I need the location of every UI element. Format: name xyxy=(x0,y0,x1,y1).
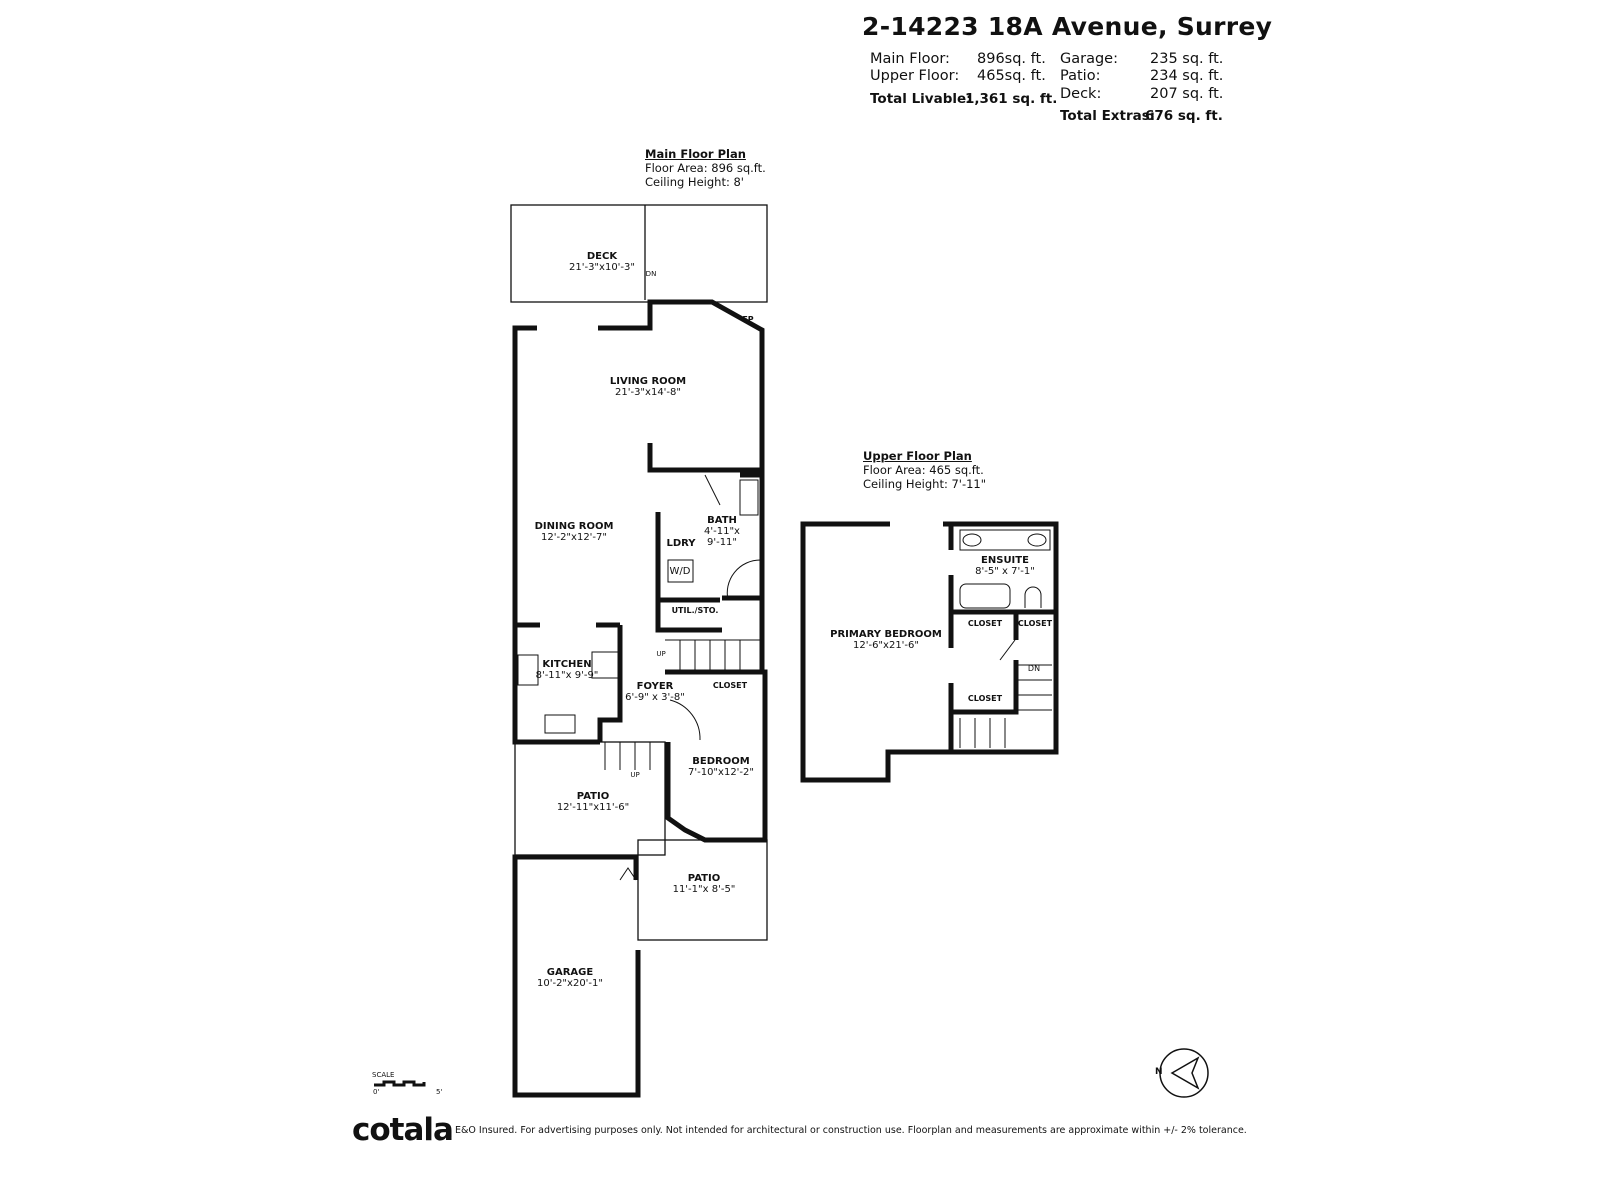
upper-stairs-down-label: DN xyxy=(1027,664,1041,673)
total-extras-label: Total Extras: xyxy=(1060,108,1156,124)
main-plan-ceiling: Ceiling Height: 8' xyxy=(645,175,744,189)
patio-value: 234 sq. ft. xyxy=(1150,68,1224,84)
upper-floor-value: 465sq. ft. xyxy=(977,68,1046,84)
closet-label: CLOSET xyxy=(712,681,748,690)
north-arrow-icon xyxy=(1159,1048,1209,1098)
patio-label: Patio: xyxy=(1060,68,1101,84)
disclaimer: E&O Insured. For advertising purposes on… xyxy=(455,1125,1247,1136)
main-plan-area: Floor Area: 896 sq.ft. xyxy=(645,161,766,175)
main-floor-value: 896sq. ft. xyxy=(977,51,1046,67)
upper-floor-label: Upper Floor: xyxy=(870,68,960,84)
kitchen-sink xyxy=(544,714,576,734)
main-floor-label: Main Floor: xyxy=(870,51,950,67)
foyer-door xyxy=(669,699,701,741)
main-plan-title: Main Floor Plan xyxy=(645,147,746,161)
closet-label: CLOSET xyxy=(1017,619,1053,628)
scale-label: SCALE xyxy=(372,1071,395,1079)
room-laundry: LDRY xyxy=(666,538,696,549)
deck-value: 207 sq. ft. xyxy=(1150,86,1224,102)
garage-value: 235 sq. ft. xyxy=(1150,51,1224,67)
upper-plan-title: Upper Floor Plan xyxy=(863,449,972,463)
garage-door-swing xyxy=(619,867,637,881)
upper-plan-ceiling: Ceiling Height: 7'-11" xyxy=(863,477,987,491)
upper-plan-header: Upper Floor Plan Floor Area: 465 sq.ft. … xyxy=(863,449,986,491)
entry-stairs xyxy=(604,741,665,770)
washer-dryer xyxy=(667,559,694,583)
stove xyxy=(517,654,539,686)
deck-down-label: DN xyxy=(645,270,657,278)
upper-stairs xyxy=(959,664,1052,748)
toilet xyxy=(1024,586,1042,608)
total-extras-value: 676 sq. ft. xyxy=(1145,108,1223,124)
entry-up-label: UP xyxy=(630,771,640,779)
main-floor-walls xyxy=(512,299,768,1098)
fridge xyxy=(591,651,619,679)
upper-floor-walls xyxy=(800,521,1059,783)
fireplace-label: FP xyxy=(742,315,754,324)
deck-outline xyxy=(510,204,768,303)
upper-door xyxy=(999,639,1016,661)
scale-start: 0' xyxy=(373,1088,380,1096)
bath-door xyxy=(704,474,721,506)
bath-sink xyxy=(739,479,759,516)
upper-plan-area: Floor Area: 465 sq.ft. xyxy=(863,463,984,477)
total-livable-value: 1,361 sq. ft. xyxy=(965,91,1058,107)
scale-bar xyxy=(374,1080,426,1087)
washer-dryer-label: W/D xyxy=(669,566,691,577)
ensuite-vanity xyxy=(959,529,1051,551)
exterior-outlines xyxy=(510,204,768,941)
total-livable-label: Total Livable: xyxy=(870,91,972,107)
garage-label: Garage: xyxy=(1060,51,1118,67)
closet-label: CLOSET xyxy=(967,619,1003,628)
property-address: 2-14223 18A Avenue, Surrey xyxy=(862,12,1273,41)
shower xyxy=(726,559,761,601)
main-plan-header: Main Floor Plan Floor Area: 896 sq.ft. C… xyxy=(645,147,766,189)
stairs-up-label: UP xyxy=(656,650,666,658)
fixtures xyxy=(517,474,1052,881)
deck-label: Deck: xyxy=(1060,86,1102,102)
compass-north-label: N xyxy=(1155,1067,1163,1077)
bathtub xyxy=(959,583,1011,609)
util-storage-label: UTIL./STO. xyxy=(671,606,719,615)
cotala-logo: cotala xyxy=(352,1112,454,1148)
main-stairs xyxy=(665,639,760,672)
scale-end: 5' xyxy=(436,1088,443,1096)
closet-label: CLOSET xyxy=(967,694,1003,703)
